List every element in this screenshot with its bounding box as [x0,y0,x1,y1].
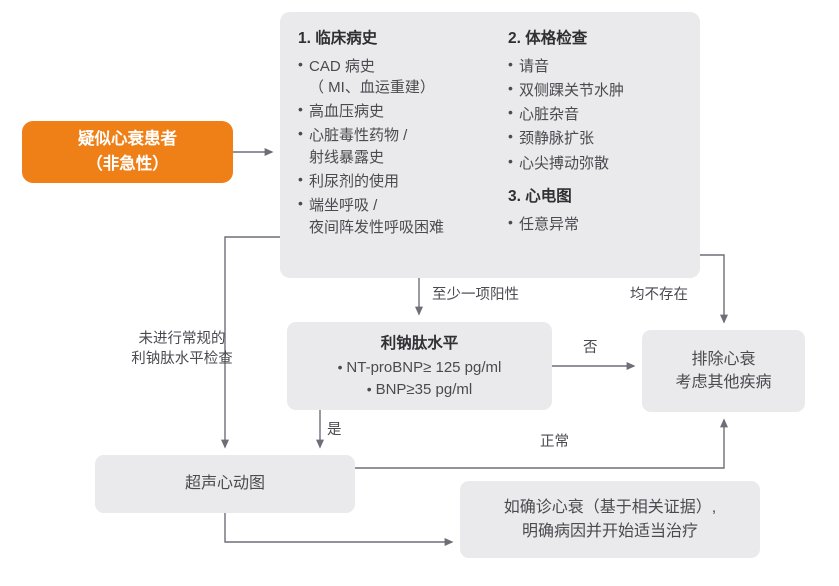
node-treat-line1: 如确诊心衰（基于相关证据）, [503,499,717,517]
edge-assessment-to-exclude [700,254,728,324]
assessment-column-clinical-history: 1. 临床病史 CAD 病史 （ MI、血运重建） 高血压病史 心脏毒性药物 /… [280,30,490,278]
list-item: 心尖搏动弥散 [508,152,700,174]
node-exclude-heart-failure[interactable]: 排除心衰 考虑其他疾病 [642,330,805,412]
section-title-ecg: 3. 心电图 [508,188,572,206]
list-item: NT-proBNP≥ 125 pg/ml [297,357,542,378]
node-suspected-hf-line1: 疑似心衰患者 [78,130,177,149]
section-title-clinical-history: 1. 临床病史 [298,30,378,47]
list-item: 心脏毒性药物 / 射线暴露史 [298,124,490,168]
node-bnp-title: 利钠肽水平 [380,334,459,352]
section-title-physical-exam: 2. 体格检查 [508,30,588,47]
edge-label-yes: 是 [327,422,342,438]
node-echo-label: 超声心动图 [184,475,265,493]
list-item: 请音 [508,55,700,77]
node-confirm-and-treat[interactable]: 如确诊心衰（基于相关证据）, 明确病因并开始适当治疗 [460,481,760,558]
edge-label-no-routine-bnp-test: 未进行常规的 利钠肽水平检查 [131,331,233,368]
node-exclude-line2: 考虑其他疾病 [675,374,772,391]
list-item: 高血压病史 [298,100,490,122]
edge-label-normal: 正常 [540,434,569,450]
panel-initial-assessment[interactable]: 1. 临床病史 CAD 病史 （ MI、血运重建） 高血压病史 心脏毒性药物 /… [280,12,700,278]
list-item: 端坐呼吸 / 夜间阵发性呼吸困难 [298,194,490,238]
list-clinical-history: CAD 病史 （ MI、血运重建） 高血压病史 心脏毒性药物 / 射线暴露史 利… [298,55,490,238]
node-suspected-hf-patient[interactable]: 疑似心衰患者 （非急性） [22,121,233,183]
list-item: 心脏杂音 [508,103,700,125]
edge-label-none-present: 均不存在 [630,287,688,303]
node-echocardiography[interactable]: 超声心动图 [95,455,355,513]
list-item: CAD 病史 （ MI、血运重建） [298,55,490,99]
list-item: 利尿剂的使用 [298,170,490,192]
list-ecg: 任意异常 [508,213,700,235]
node-treat-line2: 明确病因并开始适当治疗 [521,522,698,540]
list-item: 颈静脉扩张 [508,127,700,149]
list-bnp-thresholds: NT-proBNP≥ 125 pg/ml BNP≥35 pg/ml [297,357,542,402]
edge-label-no: 否 [583,340,598,356]
list-item: 任意异常 [508,213,700,235]
list-physical-exam: 请音 双侧踝关节水肿 心脏杂音 颈静脉扩张 心尖搏动弥散 [508,55,700,174]
node-exclude-line1: 排除心衰 [691,350,756,368]
edge-label-at-least-one-positive: 至少一项阳性 [432,287,519,303]
list-item: 双侧踝关节水肿 [508,79,700,101]
node-natriuretic-peptide-levels[interactable]: 利钠肽水平 NT-proBNP≥ 125 pg/ml BNP≥35 pg/ml [287,322,552,410]
node-suspected-hf-line2: （非急性） [86,155,169,173]
edge-echo-to-treat [224,513,454,546]
assessment-column-physical-exam: 2. 体格检查 请音 双侧踝关节水肿 心脏杂音 颈静脉扩张 心尖搏动弥散 3. … [490,30,700,278]
list-item: BNP≥35 pg/ml [297,379,542,400]
